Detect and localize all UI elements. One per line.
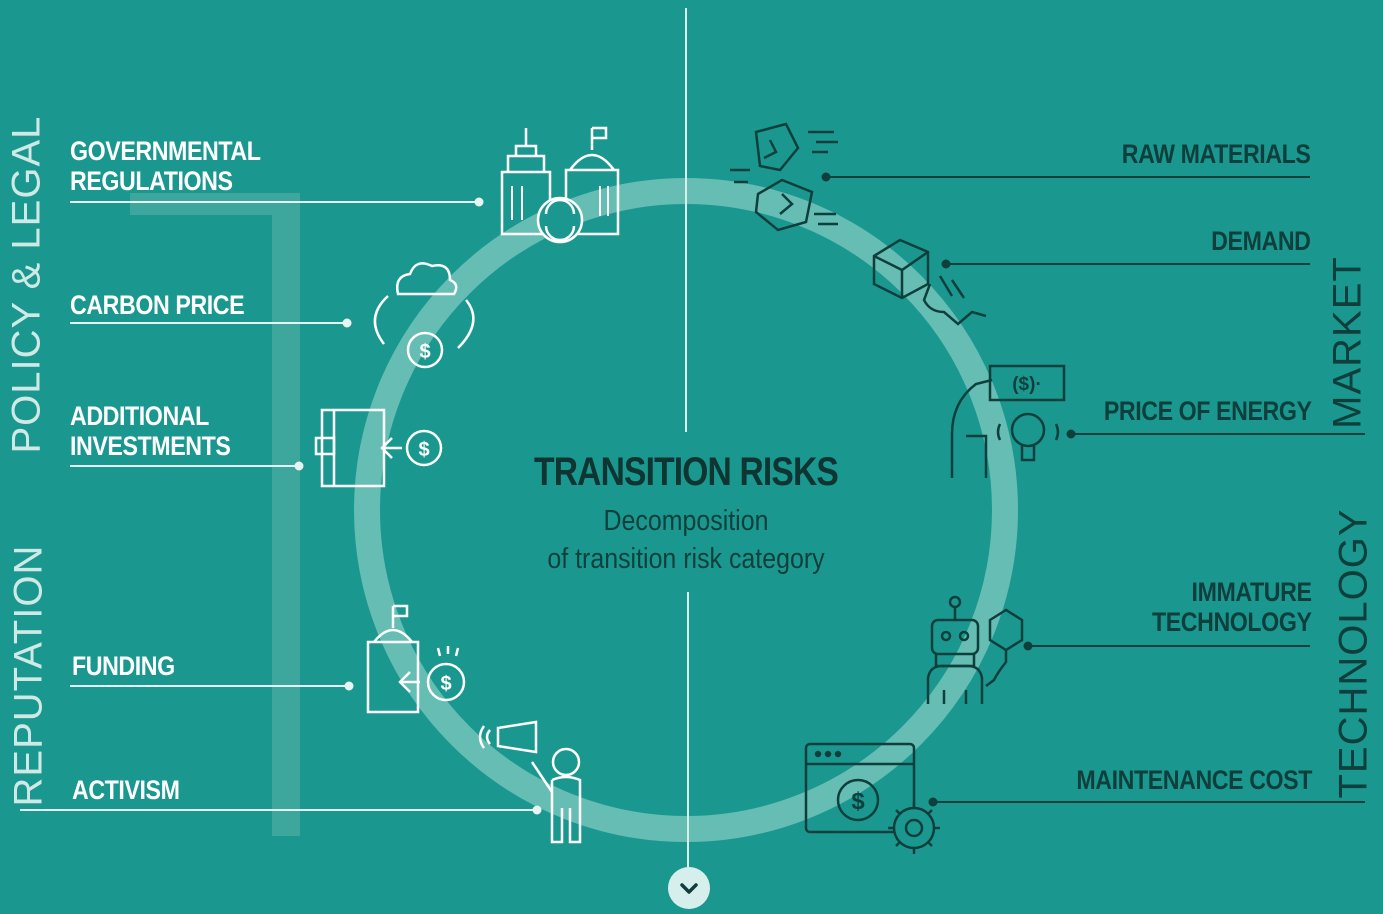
category-policy-legal: POLICY & LEGAL bbox=[4, 115, 49, 454]
chevron-down-icon bbox=[680, 883, 698, 894]
maintenance-gear-icon: $ bbox=[804, 742, 940, 854]
label-activism: ACTIVISM bbox=[72, 775, 180, 805]
label-line: DEMAND bbox=[1210, 226, 1311, 256]
label-additional-investments: ADDITIONAL INVESTMENTS bbox=[70, 401, 231, 461]
scroll-down-button[interactable] bbox=[668, 867, 710, 909]
robot-technology-icon bbox=[926, 595, 1024, 704]
right-leader-lines bbox=[821, 172, 1365, 807]
label-line: ACTIVISM bbox=[72, 775, 180, 805]
left-leader-lines bbox=[20, 197, 542, 815]
diagram-title: TRANSITION RISKS bbox=[534, 450, 839, 494]
svg-text:$: $ bbox=[851, 788, 865, 815]
label-line: REGULATIONS bbox=[70, 166, 233, 196]
label-line: GOVERNMENTAL bbox=[70, 136, 261, 166]
raw-materials-rocks-icon bbox=[730, 122, 838, 232]
label-line: FUNDING bbox=[72, 651, 175, 681]
svg-text:$: $ bbox=[418, 439, 429, 461]
label-line: IMMATURE bbox=[1192, 577, 1312, 607]
demand-box-hand-icon bbox=[872, 238, 987, 326]
label-demand: DEMAND bbox=[1210, 226, 1311, 256]
diagram-subtitle-line1: Decomposition bbox=[603, 505, 769, 537]
label-carbon-price: CARBON PRICE bbox=[70, 290, 245, 320]
label-line: INVESTMENTS bbox=[70, 431, 231, 461]
svg-text:$: $ bbox=[440, 673, 451, 695]
funding-building-icon: $ bbox=[366, 604, 466, 714]
wallet-investment-icon: $ bbox=[314, 408, 443, 488]
megaphone-activist-icon bbox=[478, 720, 582, 844]
svg-text:$: $ bbox=[419, 341, 430, 363]
label-price-of-energy: PRICE OF ENERGY bbox=[1104, 396, 1312, 426]
label-line: MAINTENANCE COST bbox=[1076, 765, 1312, 795]
label-governmental-regulations: GOVERNMENTAL REGULATIONS bbox=[70, 136, 261, 196]
energy-price-bulb-icon: ($)· bbox=[950, 364, 1066, 478]
category-technology: TECHNOLOGY bbox=[1331, 508, 1376, 799]
category-market: MARKET bbox=[1325, 256, 1370, 429]
policy-bracket bbox=[130, 193, 300, 836]
label-line: CARBON PRICE bbox=[70, 290, 245, 320]
label-funding: FUNDING bbox=[72, 651, 175, 681]
cloud-money-cycle-icon: $ bbox=[373, 262, 475, 369]
government-buildings-icon bbox=[500, 126, 620, 244]
label-line: TECHNOLOGY bbox=[1152, 607, 1312, 637]
label-raw-materials: RAW MATERIALS bbox=[1121, 139, 1310, 169]
label-line: RAW MATERIALS bbox=[1121, 139, 1310, 169]
svg-text:($)·: ($)· bbox=[1012, 374, 1042, 395]
category-reputation: REPUTATION bbox=[6, 544, 51, 807]
label-maintenance-cost: MAINTENANCE COST bbox=[1076, 765, 1312, 795]
label-immature-technology: IMMATURE TECHNOLOGY bbox=[1152, 577, 1312, 637]
label-line: ADDITIONAL bbox=[70, 401, 209, 431]
diagram-subtitle-line2: of transition risk category bbox=[547, 543, 825, 575]
label-line: PRICE OF ENERGY bbox=[1104, 396, 1312, 426]
